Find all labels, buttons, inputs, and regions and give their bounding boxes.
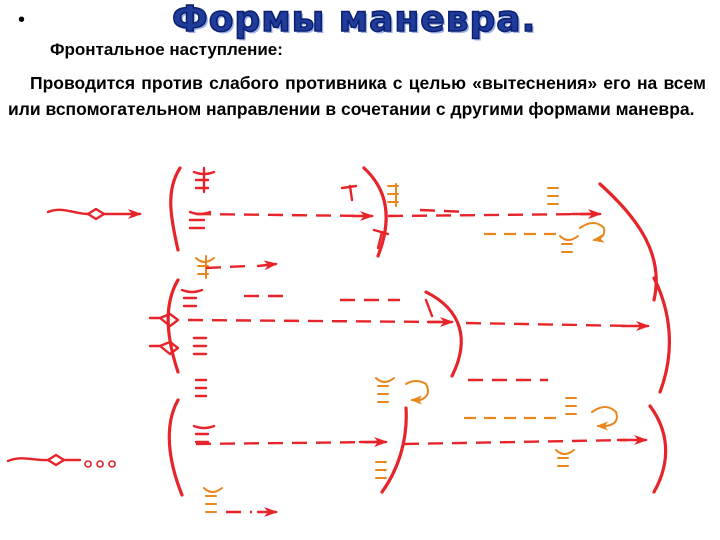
connecting-dashes xyxy=(244,208,548,382)
first-echelon-lines xyxy=(148,166,184,497)
approach-arrow-top xyxy=(46,207,142,221)
slide-subtitle: Фронтальное наступление: xyxy=(50,40,283,59)
unit-rakes-left xyxy=(180,166,216,444)
advance-arrows xyxy=(187,209,650,517)
description-paragraph: Проводится против слабого противника с ц… xyxy=(8,70,706,122)
intermediate-lines xyxy=(340,166,463,494)
enemy-units xyxy=(195,183,618,513)
bullet-marker: • xyxy=(18,9,26,31)
approach-arrow-bottom xyxy=(6,453,116,468)
description-text: Проводится против слабого противника с ц… xyxy=(8,73,706,119)
objective-lines xyxy=(598,182,672,494)
slide-title: Формы маневра. xyxy=(171,0,537,40)
